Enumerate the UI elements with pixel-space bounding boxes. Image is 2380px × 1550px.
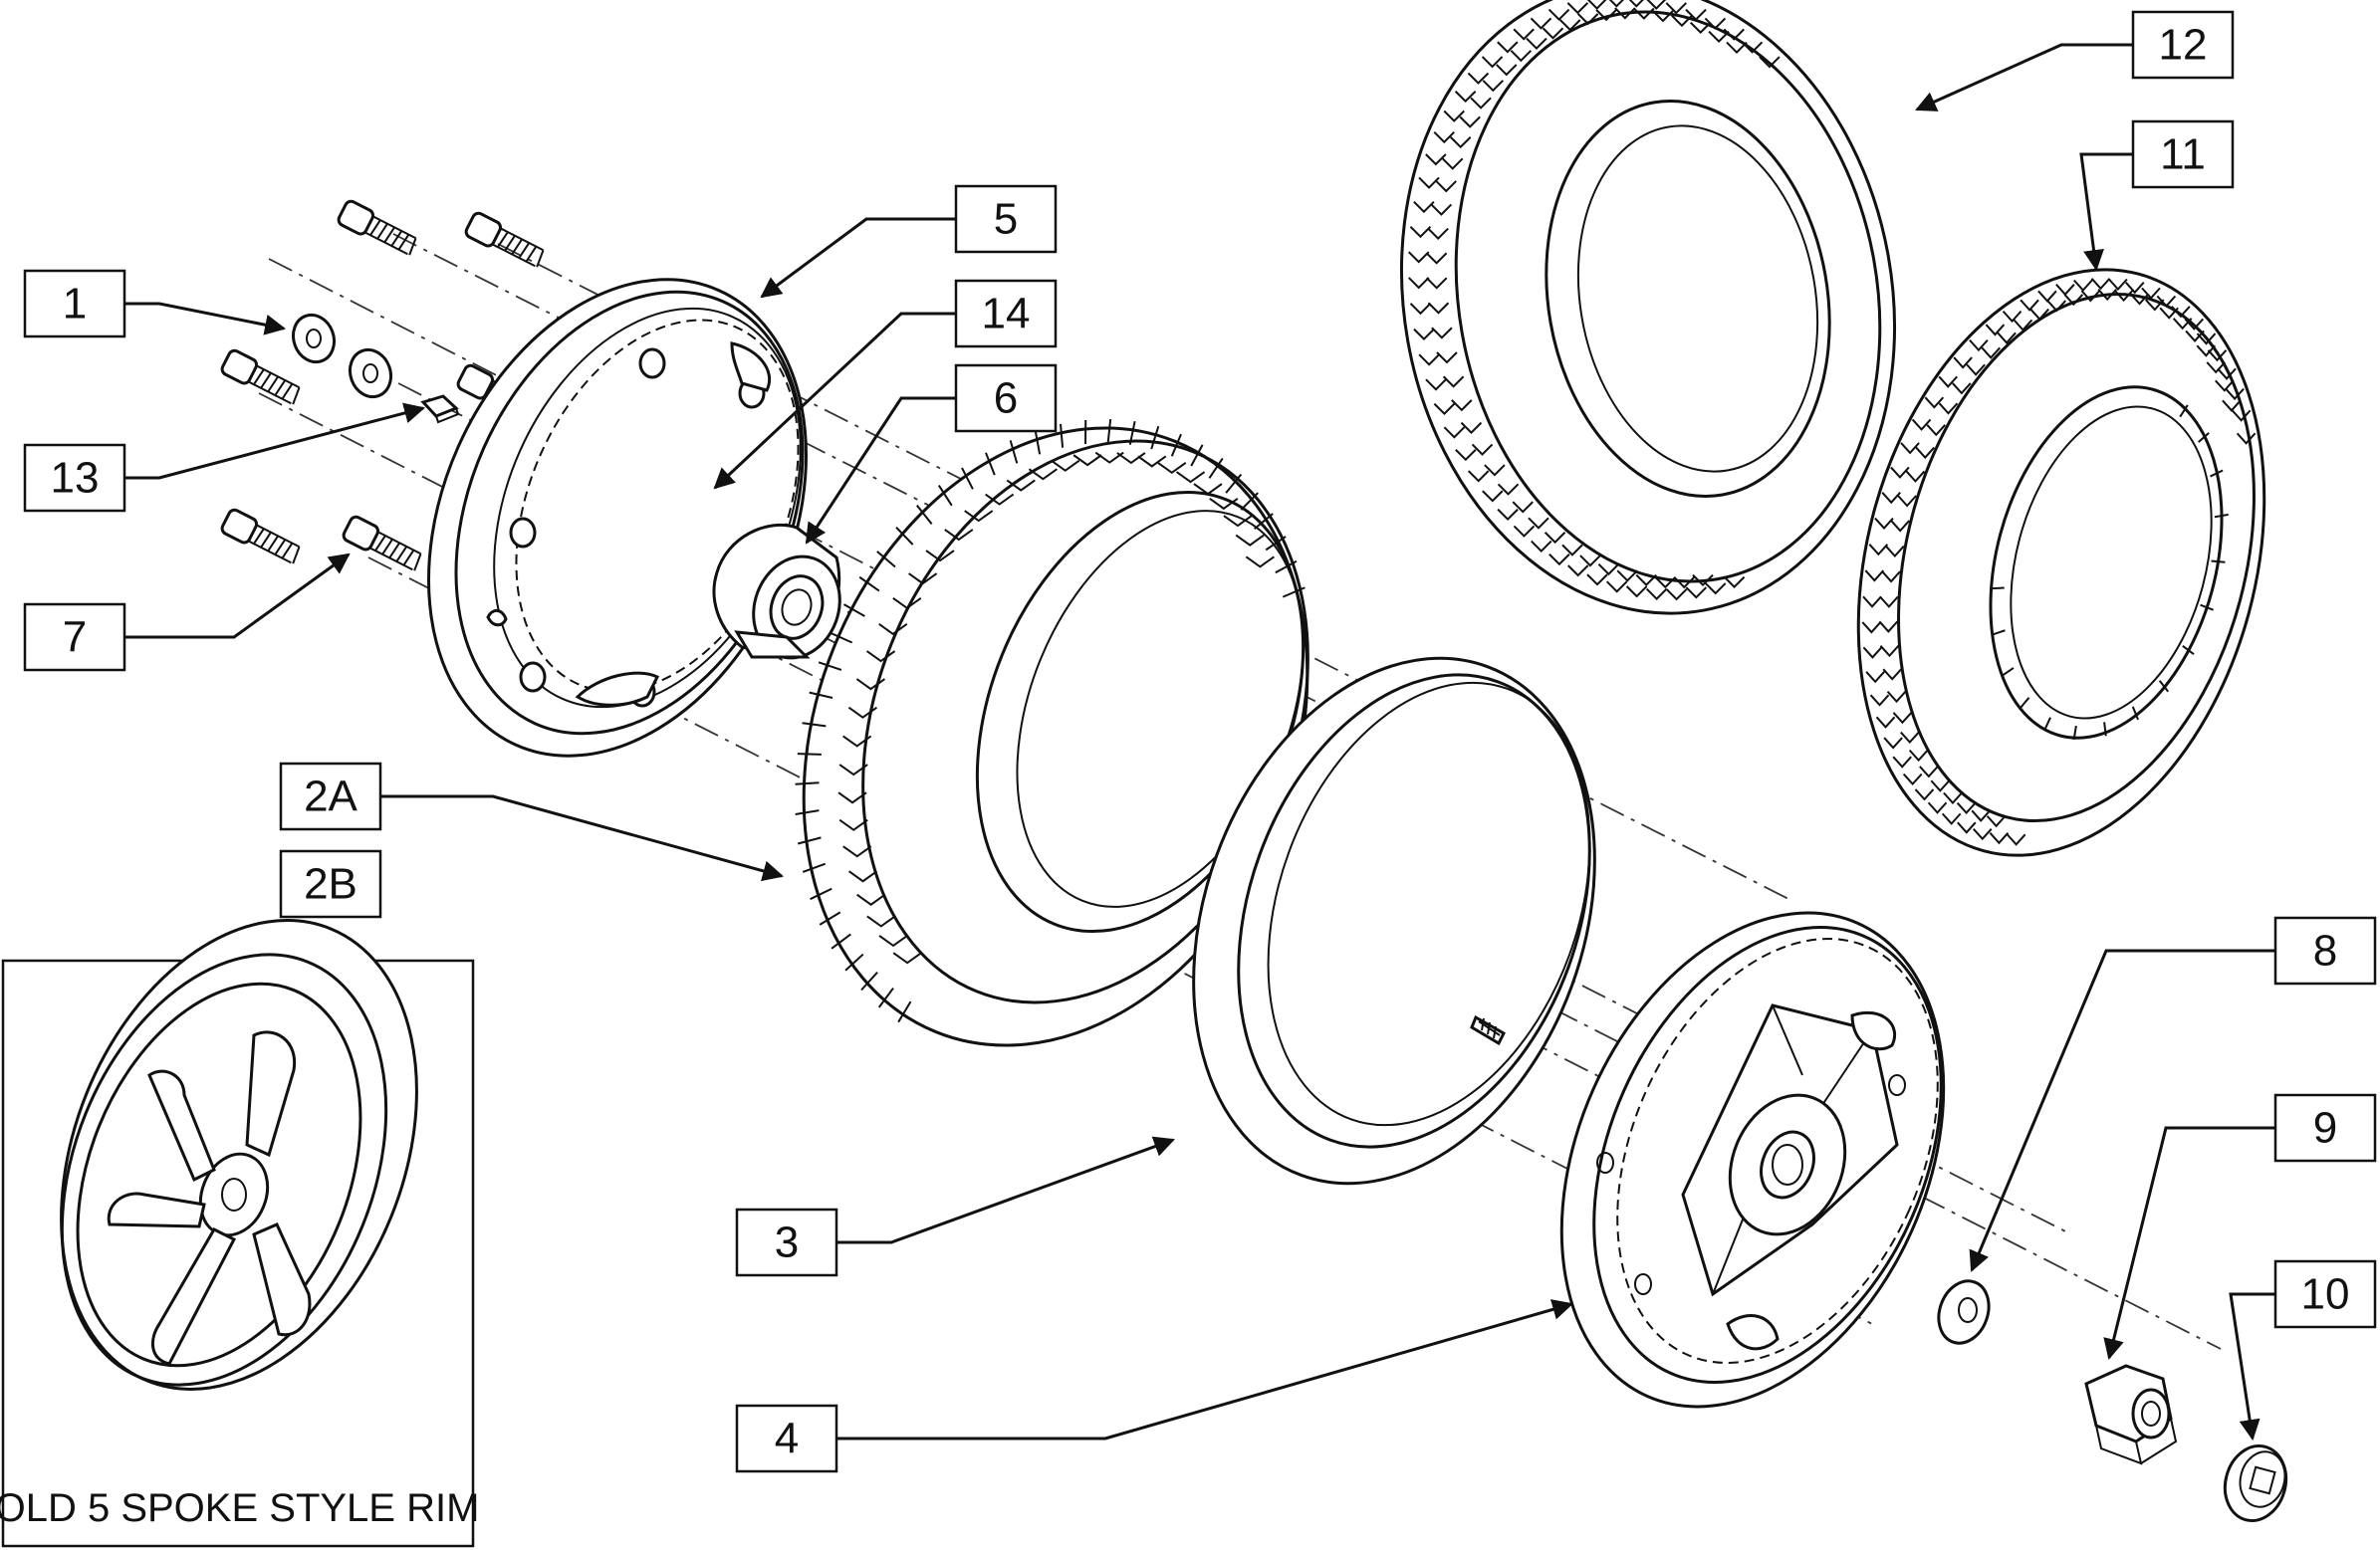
callout-12: 12 (2131, 10, 2235, 80)
leader-lines (124, 43, 2275, 1441)
tire-part-11 (1856, 268, 2266, 857)
tire-part-12 (1399, 0, 1897, 615)
key-part-13 (420, 394, 460, 424)
svg-text:14: 14 (982, 290, 1031, 338)
outer-rim-half-part-4 (1559, 911, 1946, 1409)
inset-caption: OLD 5 SPOKE STYLE RIM (0, 1486, 479, 1530)
callout-11: 11 (2131, 119, 2235, 189)
nut-part-9 (2084, 1364, 2178, 1465)
svg-text:1: 1 (63, 280, 87, 329)
washer-part-8 (1937, 1279, 1991, 1345)
svg-text:6: 6 (994, 374, 1018, 423)
callout-2a: 2A (279, 762, 382, 831)
svg-text:2A: 2A (304, 773, 357, 821)
svg-text:5: 5 (994, 195, 1018, 244)
callout-7: 7 (23, 602, 126, 672)
callout-1: 1 (23, 269, 126, 338)
tube-part-3 (1192, 656, 1596, 1186)
callout-9: 9 (2273, 1093, 2377, 1163)
svg-text:11: 11 (2160, 130, 2206, 179)
svg-text:12: 12 (2159, 21, 2208, 70)
svg-text:9: 9 (2313, 1104, 2337, 1153)
svg-text:2B: 2B (304, 860, 357, 909)
svg-text:7: 7 (63, 613, 87, 662)
cap-part-10 (2223, 1443, 2288, 1523)
washer-part-1 (291, 313, 393, 399)
callout-4: 4 (735, 1404, 838, 1473)
inset-old-5-spoke-rim: OLD 5 SPOKE STYLE RIM (0, 919, 479, 1548)
callout-6: 6 (954, 363, 1058, 433)
svg-text:13: 13 (51, 454, 100, 503)
tire-part-2 (795, 418, 1309, 1047)
callout-13: 13 (23, 443, 126, 513)
callout-8: 8 (2273, 916, 2377, 986)
callout-10: 10 (2273, 1259, 2377, 1329)
callout-3: 3 (735, 1208, 838, 1277)
inner-rim-half-part-5 (427, 278, 808, 758)
hub-part-6 (712, 523, 841, 660)
callout-5: 5 (954, 184, 1058, 254)
callout-2b: 2B (279, 849, 382, 919)
svg-text:10: 10 (2301, 1270, 2350, 1319)
svg-text:8: 8 (2313, 927, 2337, 976)
callout-14: 14 (954, 279, 1058, 348)
svg-text:4: 4 (775, 1415, 799, 1463)
svg-text:3: 3 (775, 1218, 799, 1267)
